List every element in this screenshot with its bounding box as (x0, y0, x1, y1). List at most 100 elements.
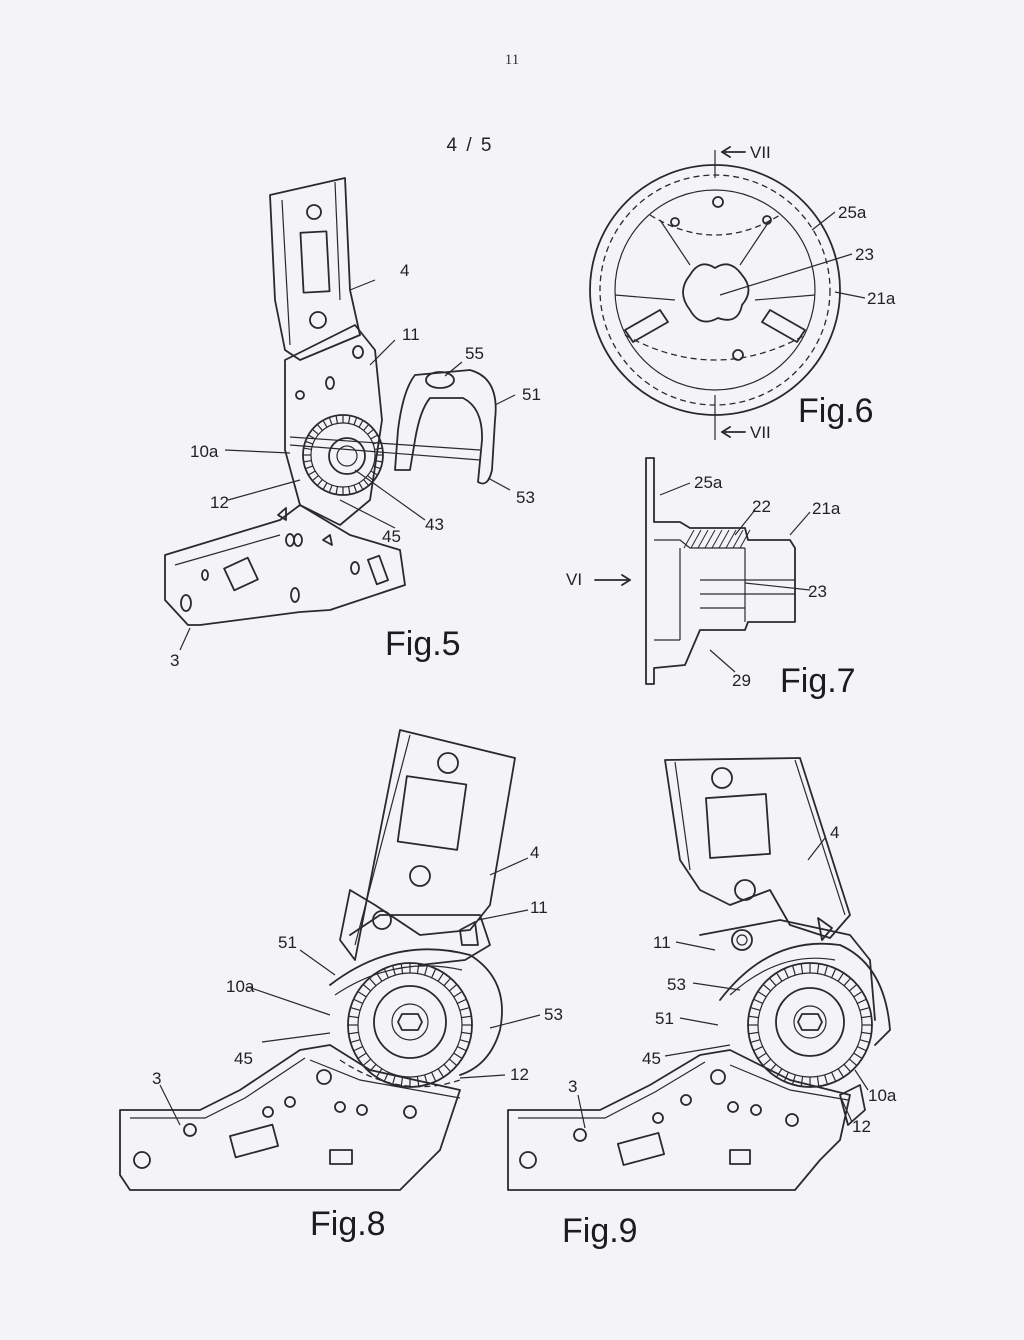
gear-tooth (424, 965, 429, 976)
section-hatch (739, 529, 751, 549)
section-hatch (725, 529, 737, 549)
gear-tooth (347, 486, 351, 495)
gear-tooth (800, 1076, 804, 1087)
fig7-label-25a: 25a (694, 473, 723, 492)
fig8-label-45: 45 (234, 1049, 253, 1068)
gear-tooth (824, 1074, 829, 1085)
gear-tooth (303, 447, 312, 451)
gear-tooth (791, 1074, 796, 1085)
gear-tooth (750, 1039, 761, 1044)
gear-tooth (374, 459, 383, 463)
gear-tooth (831, 968, 837, 978)
gear-tooth (748, 1015, 759, 1019)
gear-tooth (363, 479, 370, 487)
fig8-label-3: 3 (152, 1069, 161, 1088)
gear-tooth (757, 1052, 767, 1060)
figure-7: 25a 22 21a VI 23 29 Fig.7 (566, 457, 856, 700)
gear-tooth (831, 1072, 837, 1082)
gear-tooth (857, 1046, 867, 1052)
gear-tooth (316, 423, 323, 431)
gear-tooth (391, 965, 396, 976)
gear-tooth (391, 1074, 396, 1085)
gear-tooth (861, 1031, 872, 1035)
gear-tooth (308, 470, 316, 476)
gear-tooth (367, 475, 375, 482)
fig9-label-10a: 10a (868, 1086, 897, 1105)
gear-tooth (459, 1039, 470, 1044)
gear-tooth (305, 440, 314, 445)
gear-tooth (448, 983, 458, 992)
gear-tooth (311, 475, 319, 482)
gear-tooth (853, 1052, 863, 1060)
gear-tooth (448, 1058, 458, 1067)
gear-tooth (348, 1031, 359, 1035)
gear-tooth (335, 486, 339, 495)
fig7-label-29: 29 (732, 671, 751, 690)
gear-tooth (461, 1031, 472, 1035)
gear-tooth (824, 965, 829, 976)
gear-tooth (368, 977, 377, 987)
fig9-title: Fig.9 (562, 1212, 638, 1250)
gear-tooth (322, 420, 328, 428)
gear-tooth (768, 977, 777, 987)
gear-tooth (443, 1063, 452, 1073)
section-hatch (718, 529, 730, 549)
gear-tooth (348, 1015, 359, 1019)
fig8-label-10a: 10a (226, 977, 255, 996)
gear-tooth (358, 482, 364, 490)
section-hatch (711, 529, 723, 549)
fig5-title: Fig.5 (385, 625, 461, 663)
gear-tooth (335, 415, 339, 424)
gear-tooth (353, 417, 358, 426)
fig5-label-53: 53 (516, 488, 535, 507)
gear-tooth (362, 1058, 372, 1067)
section-hatch (683, 529, 695, 549)
gear-tooth (457, 1046, 467, 1052)
fig7-label-22: 22 (752, 497, 771, 516)
gear-tooth (328, 417, 333, 426)
fig6-label-vii-bottom: VII (750, 423, 771, 442)
gear-tooth (357, 990, 367, 998)
figure-9: 4 11 53 51 45 3 10a 12 Fig.9 (507, 757, 897, 1250)
gear-tooth (363, 423, 370, 431)
gear-tooth (783, 1072, 789, 1082)
gear-tooth (353, 484, 358, 493)
fig8-label-11: 11 (530, 898, 548, 917)
gear-tooth (431, 968, 437, 978)
gear-tooth (457, 998, 467, 1004)
gear-tooth (328, 484, 333, 493)
fig5-label-43: 43 (425, 515, 444, 534)
gear-tooth (861, 1015, 872, 1019)
gear-tooth (775, 1068, 783, 1078)
fig9-label-53: 53 (667, 975, 686, 994)
fig7-title: Fig.7 (780, 662, 856, 700)
gear-tooth (400, 1076, 404, 1087)
gear-tooth (416, 963, 420, 974)
fig7-label-23: 23 (808, 582, 827, 601)
fig7-label-vi: VI (566, 570, 582, 589)
gear-tooth (748, 1031, 759, 1035)
gear-tooth (431, 1072, 437, 1082)
fig8-label-51: 51 (278, 933, 297, 952)
fig8-title: Fig.8 (310, 1205, 386, 1243)
gear-tooth (305, 465, 314, 470)
fig5-label-12: 12 (210, 493, 229, 512)
gear-tooth (374, 447, 383, 451)
fig5-label-4: 4 (400, 261, 409, 280)
gear-tooth (859, 1006, 870, 1011)
gear-tooth (762, 983, 772, 992)
section-hatch (690, 529, 702, 549)
fig8-label-12: 12 (510, 1065, 529, 1084)
fig6-label-21a: 21a (867, 289, 896, 308)
section-hatch (704, 529, 716, 549)
fig5-label-11: 11 (402, 325, 420, 344)
fig5-label-10a: 10a (190, 442, 219, 461)
gear-tooth (453, 1052, 463, 1060)
page-number: 11 (504, 52, 520, 68)
fig9-label-3: 3 (568, 1077, 577, 1096)
figure-6: VII 25a 23 21a VII Fig.6 (589, 143, 896, 442)
gear-tooth (400, 963, 404, 974)
gear-tooth (791, 965, 796, 976)
fig5-label-3: 3 (170, 651, 179, 670)
